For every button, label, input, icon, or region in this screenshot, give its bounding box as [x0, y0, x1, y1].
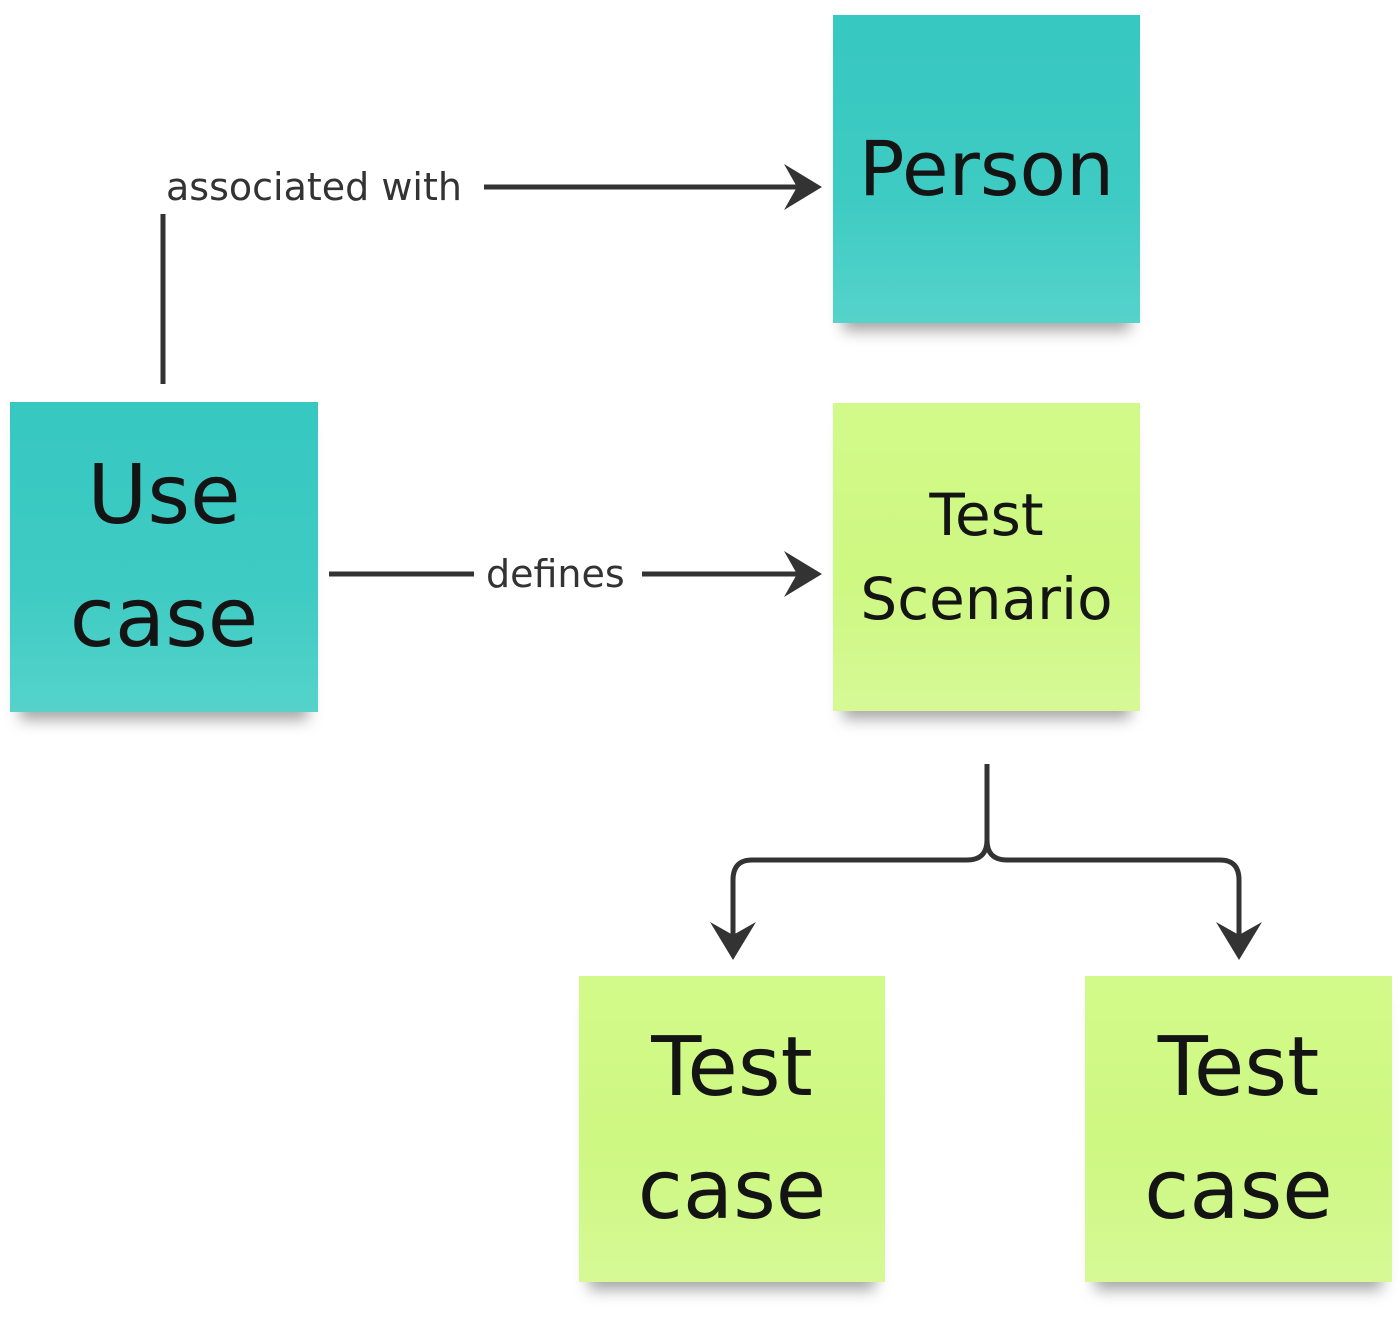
node-test-case-2[interactable]: Test case	[1085, 976, 1392, 1282]
node-use-case[interactable]: Use case	[10, 402, 318, 712]
edge-label-associated-with: associated with	[166, 165, 462, 209]
node-test-scenario[interactable]: Test Scenario	[833, 403, 1140, 711]
node-test-case-2-label-line-1: Test	[1157, 1020, 1320, 1115]
arrowhead-icon	[710, 922, 756, 960]
node-test-case-2-label-line-2: case	[1144, 1143, 1333, 1238]
arrowhead-icon	[1216, 922, 1262, 960]
node-use-case-label-line-2: case	[69, 571, 259, 666]
node-test-scenario-label-line-2: Scenario	[860, 565, 1113, 633]
edge-branch-line-right	[984, 839, 1242, 945]
node-use-case-label-line-1: Use	[87, 448, 241, 543]
edge-label-defines: defines	[486, 552, 625, 596]
node-test-case-1[interactable]: Test case	[579, 976, 885, 1282]
node-person[interactable]: Person	[833, 15, 1140, 323]
arrowhead-icon	[784, 551, 822, 597]
edge-branch-line	[730, 764, 990, 945]
node-test-scenario-label-line-1: Test	[929, 480, 1044, 549]
node-person-label: Person	[858, 123, 1115, 213]
node-test-case-1-label-line-1: Test	[651, 1020, 813, 1115]
arrowhead-icon	[784, 164, 822, 210]
node-test-case-1-label-line-2: case	[637, 1143, 827, 1238]
